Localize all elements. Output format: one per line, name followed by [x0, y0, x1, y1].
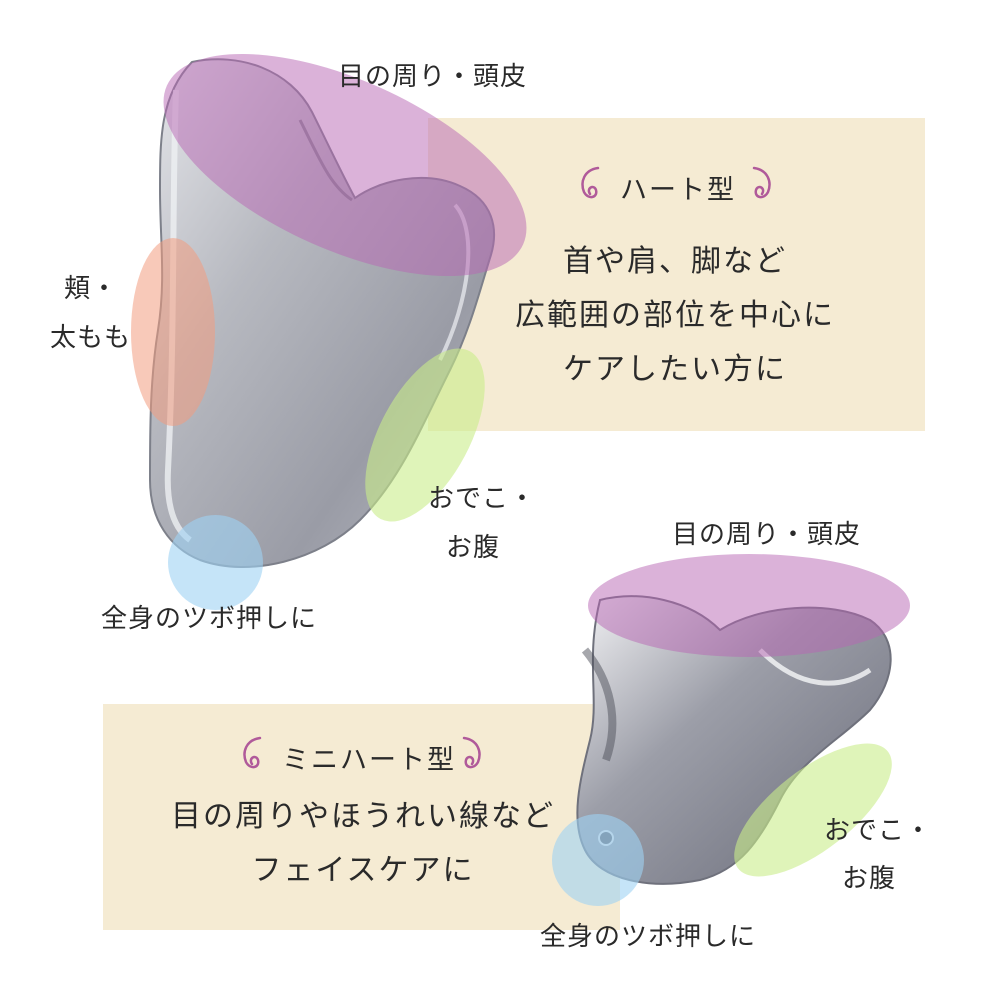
- small-description-line-1: 目の周りやほうれい線など: [171, 799, 555, 834]
- large-right-label-2: お腹: [446, 533, 501, 563]
- large-left-label-1: 頬・: [64, 274, 119, 304]
- small-info-panel: [103, 704, 620, 930]
- large-left-label-2: 太もも: [50, 323, 132, 353]
- swirl-right-small-icon: [462, 736, 481, 769]
- salmon-zone-large: [131, 238, 215, 426]
- large-bottom-label: 全身のツボ押しに: [101, 604, 318, 634]
- swirl-right-large-icon: [752, 166, 771, 199]
- small-card-title: ミニハート型: [282, 745, 456, 776]
- large-description-line-2: 広範囲の部位を中心に: [515, 298, 835, 333]
- small-bottom-label: 全身のツボ押しに: [540, 922, 757, 952]
- large-top-label: 目の周り・頭皮: [338, 62, 528, 92]
- small-right-label-2: お腹: [842, 864, 897, 894]
- blue-zone-small: [552, 814, 644, 906]
- small-description-line-2: フェイスケアに: [251, 853, 475, 888]
- large-description-line-3: ケアしたい方に: [563, 352, 787, 387]
- swirl-left-large-icon: [581, 166, 600, 199]
- small-right-label-1: おでこ・: [824, 816, 933, 846]
- small-top-label: 目の周り・頭皮: [672, 520, 862, 550]
- purple-zone-small: [588, 554, 910, 657]
- large-card-title: ハート型: [620, 175, 736, 206]
- large-card-description: 首や肩、脚など 広範囲の部位を中心に ケアしたい方に: [450, 235, 900, 397]
- large-right-label-1: おでこ・: [428, 484, 537, 514]
- blue-zone-large: [168, 515, 263, 610]
- large-info-panel: [428, 118, 925, 431]
- large-description-line-1: 首や肩、脚など: [563, 244, 787, 279]
- swirl-left-small-icon: [243, 736, 262, 769]
- small-card-description: 目の周りやほうれい線など フェイスケアに: [140, 790, 586, 898]
